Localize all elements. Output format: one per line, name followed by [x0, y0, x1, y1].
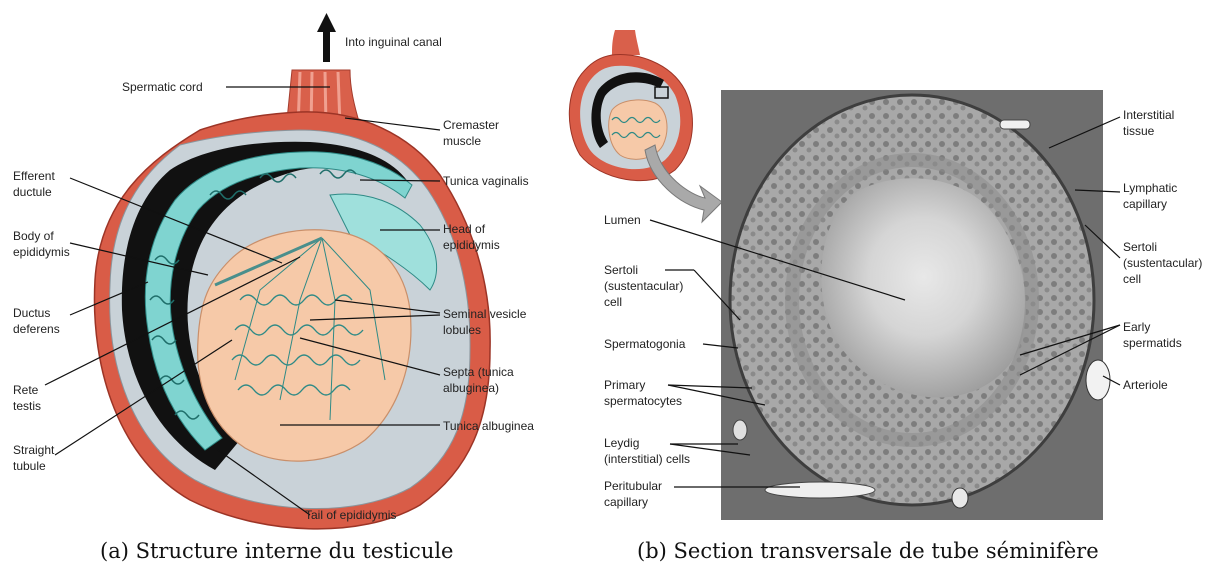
label-tunica-vaginalis: Tunica vaginalis [443, 174, 529, 188]
label-seminal-1: Seminal vesicle [443, 307, 527, 321]
label-tunica-albuginea: Tunica albuginea [443, 419, 534, 433]
label-peritubular-2: capillary [604, 495, 648, 509]
label-straight-2: tubule [13, 459, 46, 473]
label-sertoli-left-1: Sertoli [604, 263, 638, 277]
label-ductus-2: deferens [13, 322, 60, 336]
label-lymphatic-1: Lymphatic [1123, 181, 1177, 195]
label-leydig-2: (interstitial) cells [604, 452, 690, 466]
inset-testis [569, 30, 692, 181]
micrograph [721, 90, 1110, 520]
label-head-epididymis-1: Head of [443, 222, 486, 236]
label-primary-2: spermatocytes [604, 394, 682, 408]
caption-b: (b) Section transversale de tube séminif… [637, 539, 1099, 563]
label-tail-epididymis: Tail of epididymis [305, 508, 396, 522]
label-interstitial-2: tissue [1123, 124, 1155, 138]
label-sertoli-right-1: Sertoli [1123, 240, 1157, 254]
label-lumen: Lumen [604, 213, 641, 227]
label-primary-1: Primary [604, 378, 645, 392]
label-efferent-2: ductule [13, 185, 52, 199]
label-sertoli-right-2: (sustentacular) [1123, 256, 1202, 270]
label-body-epididymis-1: Body of [13, 229, 54, 243]
label-seminal-2: lobules [443, 323, 481, 337]
label-spermatic-cord: Spermatic cord [122, 80, 203, 94]
testis-illustration [94, 70, 490, 529]
label-sertoli-right-3: cell [1123, 272, 1141, 286]
label-cremaster-2: muscle [443, 134, 481, 148]
label-body-epididymis-2: epididymis [13, 245, 70, 259]
label-early-1: Early [1123, 320, 1150, 334]
caption-a: (a) Structure interne du testicule [100, 539, 453, 563]
label-septa-2: albuginea) [443, 381, 499, 395]
label-rete-1: Rete [13, 383, 39, 397]
label-interstitial-1: Interstitial [1123, 108, 1174, 122]
label-lymphatic-2: capillary [1123, 197, 1167, 211]
label-sertoli-left-2: (sustentacular) [604, 279, 683, 293]
label-early-2: spermatids [1123, 336, 1182, 350]
label-ductus-1: Ductus [13, 306, 50, 320]
label-cremaster-1: Cremaster [443, 118, 499, 132]
label-rete-2: testis [13, 399, 41, 413]
label-head-epididymis-2: epididymis [443, 238, 500, 252]
label-straight-1: Straight [13, 443, 55, 457]
label-spermatogonia: Spermatogonia [604, 337, 686, 351]
label-septa-1: Septa (tunica [443, 365, 514, 379]
label-into-inguinal: Into inguinal canal [345, 35, 442, 49]
label-efferent-1: Efferent [13, 169, 55, 183]
label-leydig-1: Leydig [604, 436, 639, 450]
label-sertoli-left-3: cell [604, 295, 622, 309]
inguinal-arrow-icon [317, 13, 336, 62]
label-peritubular-1: Peritubular [604, 479, 662, 493]
label-arteriole: Arteriole [1123, 378, 1168, 392]
